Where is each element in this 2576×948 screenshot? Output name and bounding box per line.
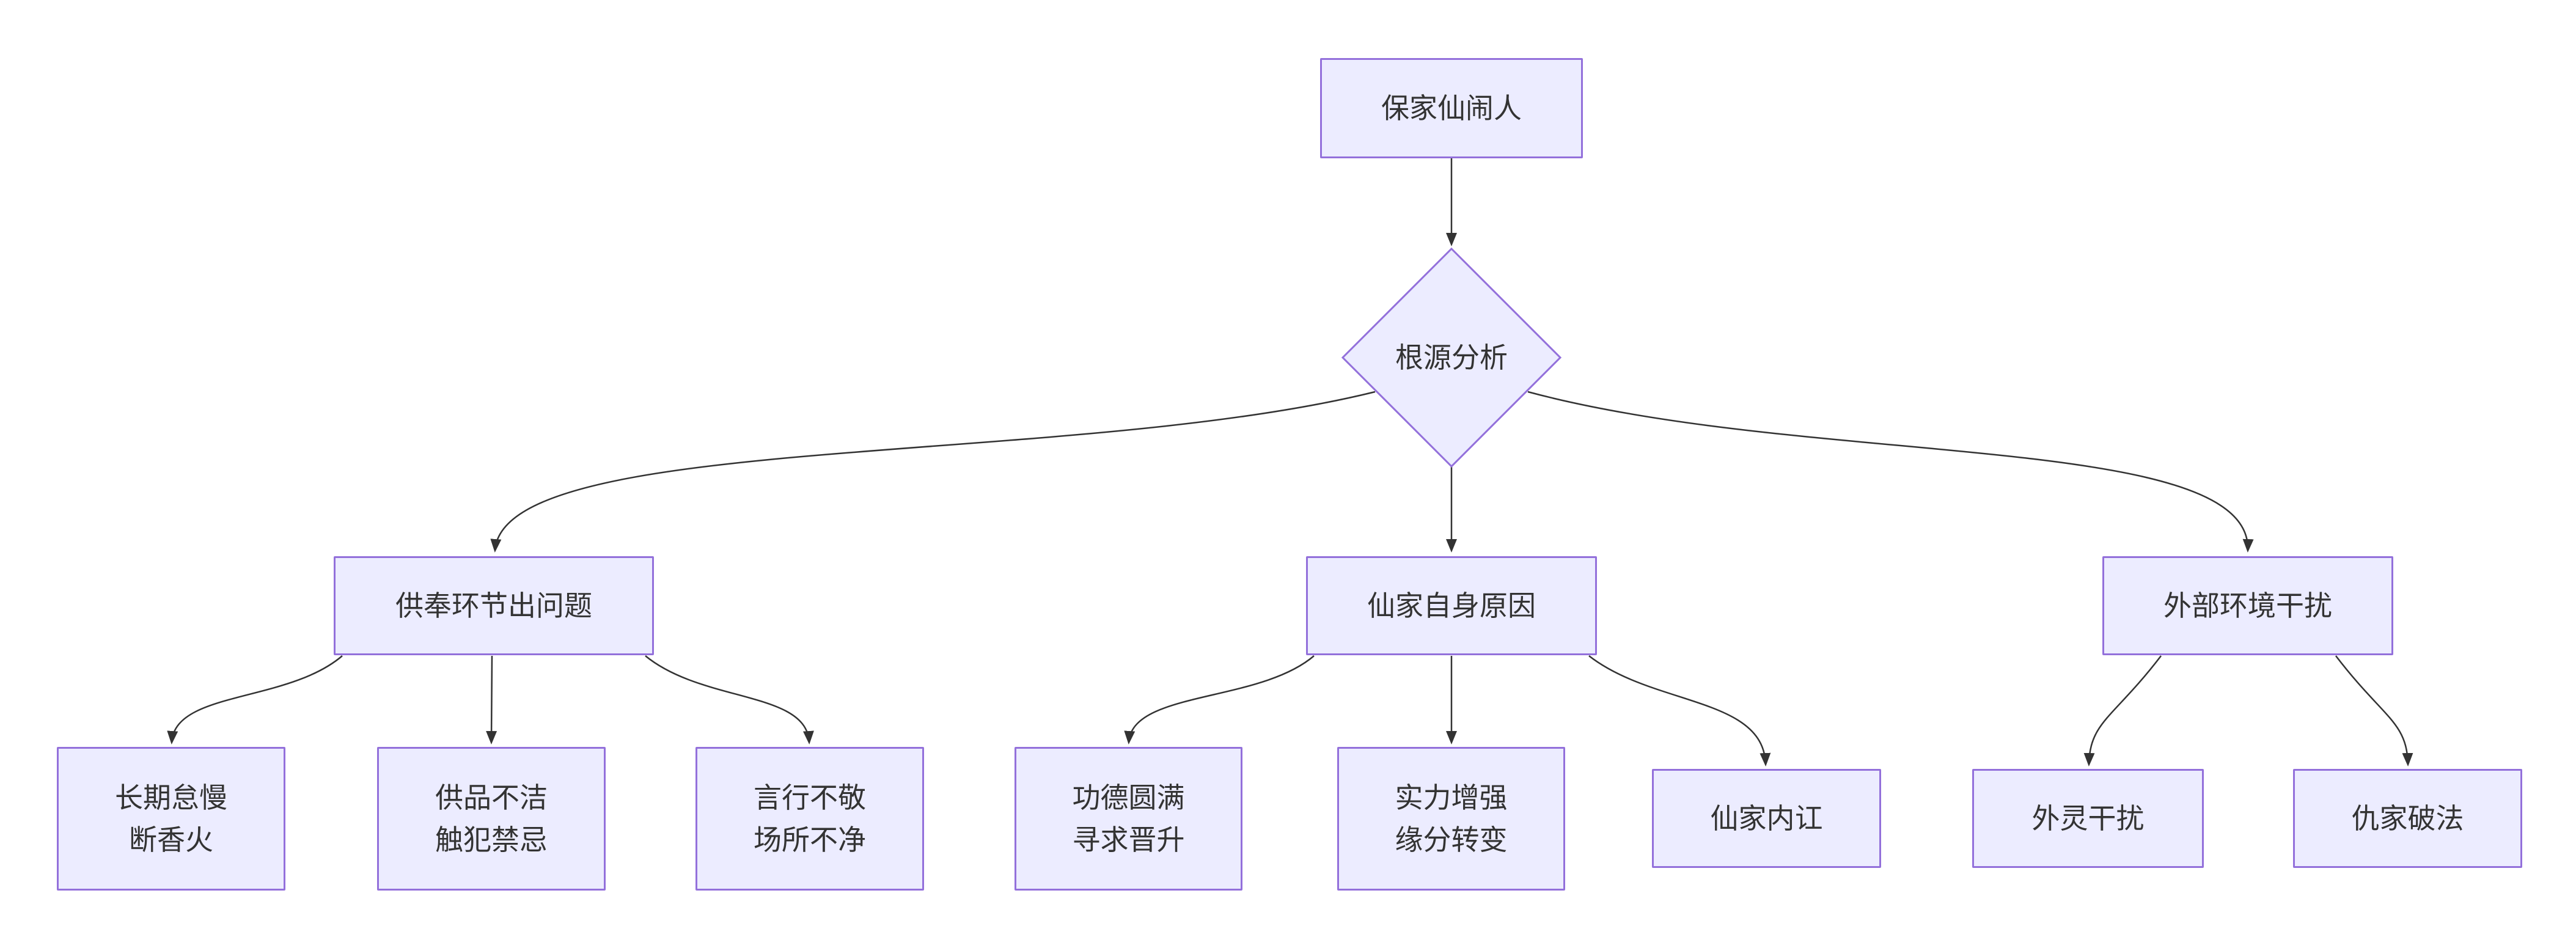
edge-immortal-to-strife	[1588, 655, 1771, 766]
node-trouble: 保家仙闹人	[1320, 58, 1583, 158]
edge-worship-to-unclean-offerings	[486, 655, 497, 744]
edge-worship-to-neglect	[167, 655, 343, 744]
node-root-analysis: 根源分析	[1395, 341, 1508, 373]
node-disrespect-place: 言行不敬 场所不净	[695, 747, 924, 891]
node-immortal-reasons: 仙家自身原因	[1306, 556, 1597, 655]
edge-external-to-enemy	[2335, 655, 2413, 766]
node-strength-karma: 实力增强 缘分转变	[1337, 747, 1565, 891]
edge-analysis-to-worship-issues	[490, 391, 1376, 553]
edge-analysis-to-external	[1527, 391, 2254, 553]
decision-diamond-shape	[1341, 247, 1562, 468]
node-external-interference: 外部环境干扰	[2102, 556, 2393, 655]
node-neglect-incense: 长期怠慢 断香火	[57, 747, 285, 891]
edge-worship-to-disrespect	[645, 655, 814, 744]
node-external-spirits: 外灵干扰	[1972, 769, 2204, 868]
node-unclean-offerings: 供品不洁 触犯禁忌	[377, 747, 606, 891]
edge-immortal-to-merit	[1124, 655, 1315, 744]
edge-external-to-spirits	[2083, 655, 2162, 766]
node-merit-promotion: 功德圆满 寻求晋升	[1015, 747, 1242, 891]
node-internal-strife: 仙家内讧	[1652, 769, 1881, 868]
node-worship-issues: 供奉环节出问题	[334, 556, 654, 655]
node-enemy-counter-magic: 仇家破法	[2293, 769, 2522, 868]
